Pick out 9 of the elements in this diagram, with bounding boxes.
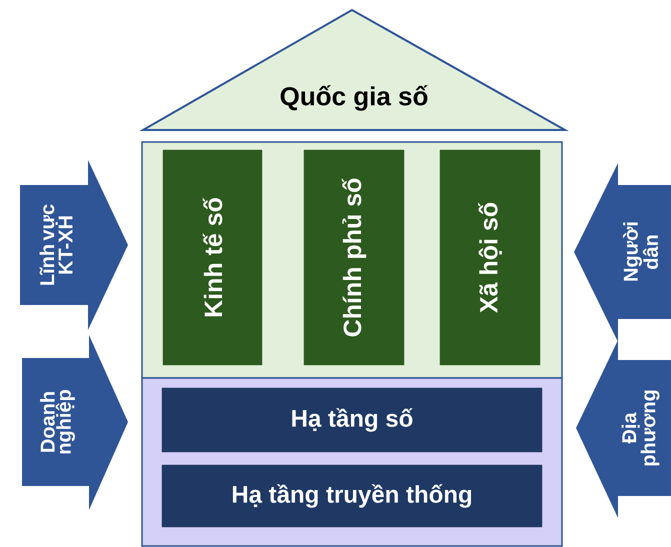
pillar-box: Xã hội số [440,150,540,366]
pointer-box: Lĩnh vực KT-XH [20,160,128,330]
pointer-box: Doanh nghiệp [22,335,128,510]
pillar-box: Kinh tế số [162,150,262,366]
foundation-bar: Hạ tầng truyền thống [162,464,542,528]
foundation-bar: Hạ tầng số [162,388,542,452]
pointer-box: Người dân [574,163,671,342]
pillar-box: Chính phủ số [304,150,404,366]
pointer-box: Địa phương [576,340,671,518]
